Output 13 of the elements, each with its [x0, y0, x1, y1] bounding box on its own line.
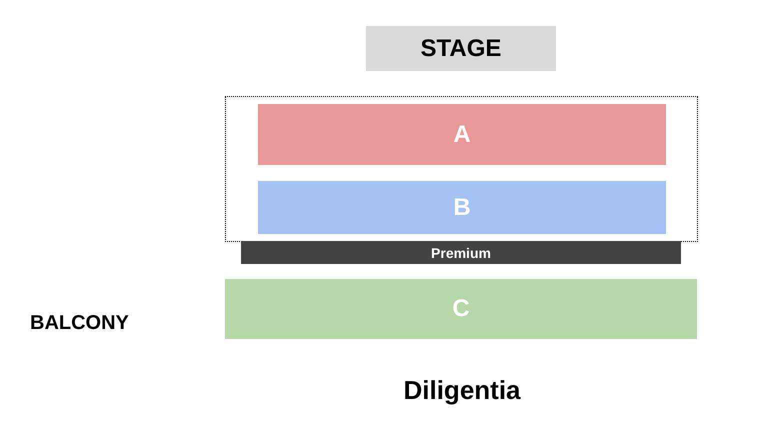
section-label: C [452, 295, 470, 323]
seating-section-block [225, 279, 697, 339]
premium-label: Premium [431, 244, 491, 260]
venue-title: Diligentia [402, 375, 522, 406]
premium-row-bar [241, 241, 681, 264]
balcony-label: BALCONY [30, 312, 129, 335]
seating-section-block [258, 181, 666, 234]
section-label: A [453, 120, 471, 148]
dotted-zone-outline [225, 96, 698, 242]
seating-section-block [258, 104, 666, 165]
stage-block [366, 26, 556, 71]
stage-label: STAGE [420, 34, 502, 62]
section-label: B [453, 194, 471, 222]
